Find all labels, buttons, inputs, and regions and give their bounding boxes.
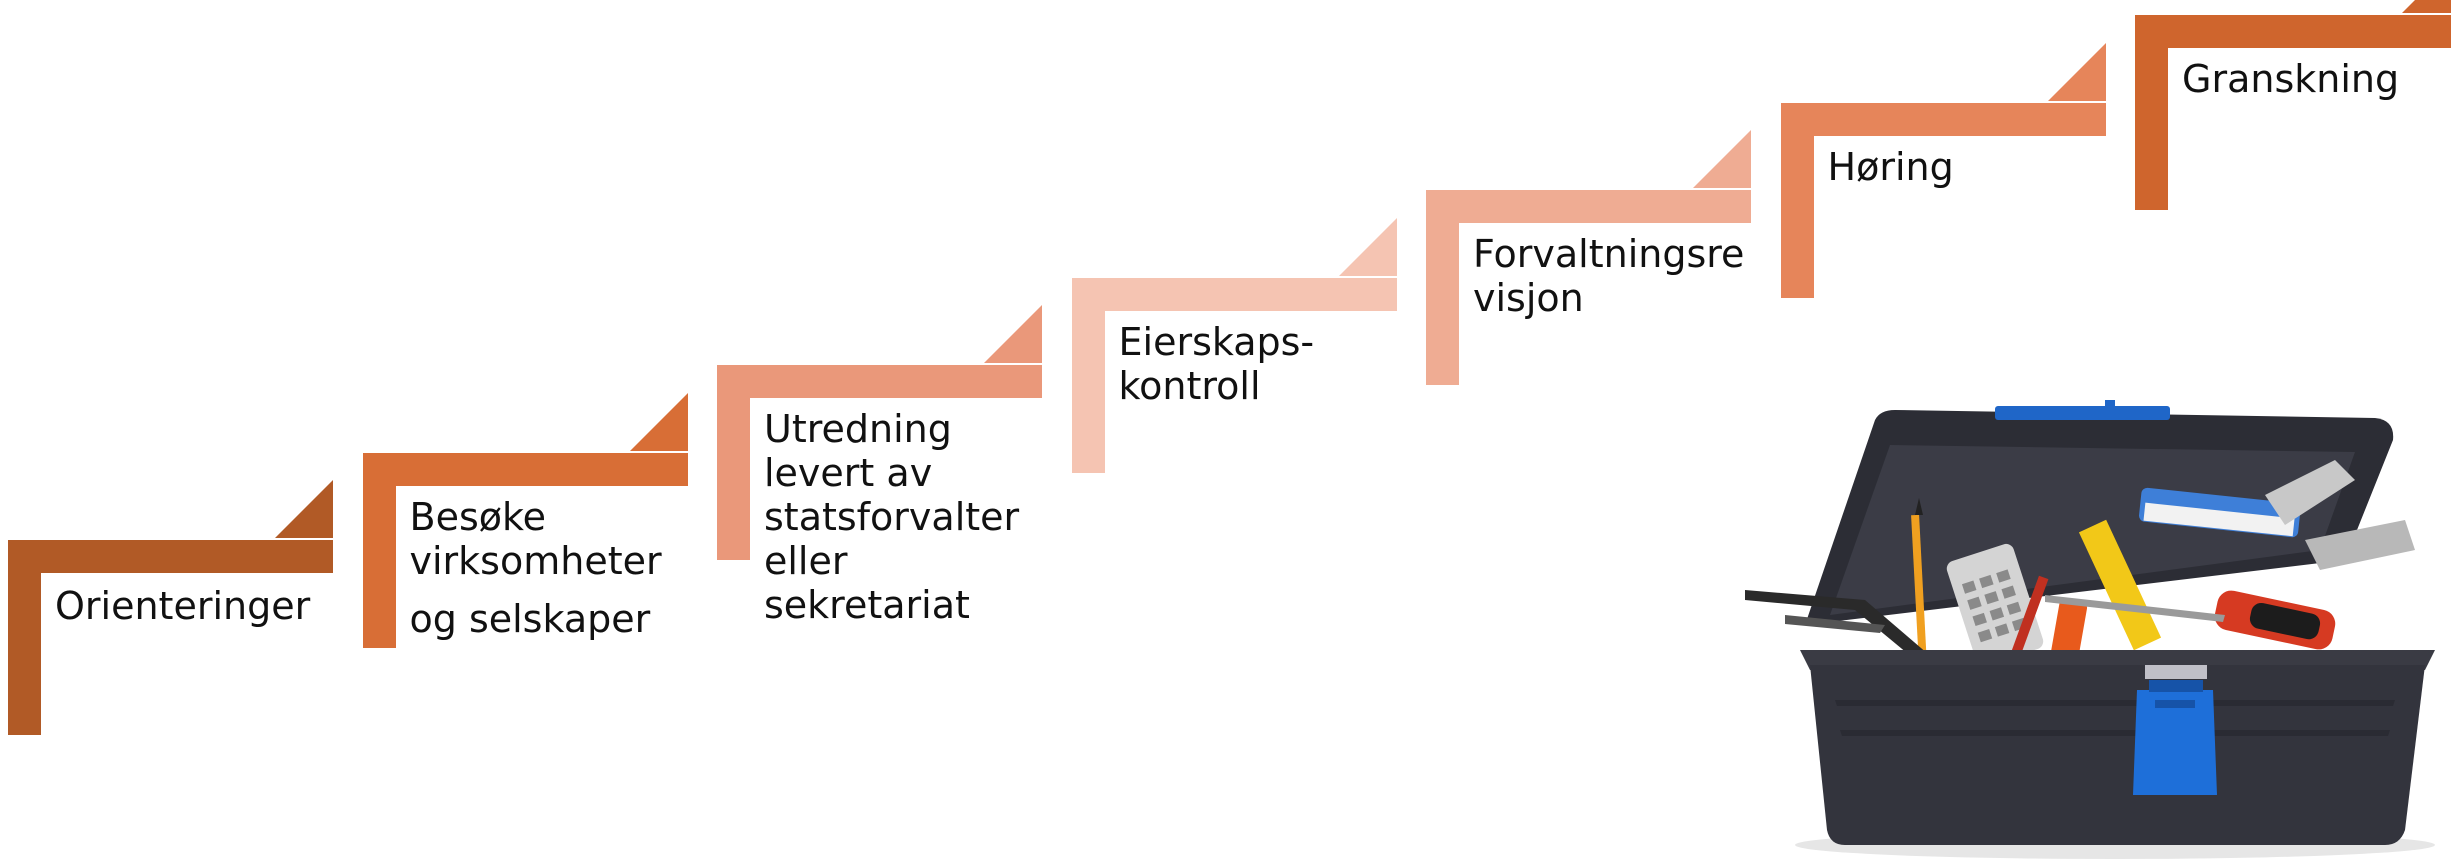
step-arrow-tip	[984, 305, 1042, 363]
step-riser	[1071, 277, 1105, 473]
step-riser	[1780, 102, 1814, 298]
step-label: Høring	[1828, 145, 1954, 189]
step-riser	[8, 540, 41, 735]
step-riser	[362, 452, 396, 648]
step-label-line: virksomheter	[409, 538, 662, 583]
step-label-line: statsforvalter	[764, 495, 1020, 539]
step-bar	[1780, 102, 2106, 136]
step-label-line: Eierskaps-	[1118, 319, 1315, 364]
step-bar	[362, 452, 688, 486]
step-label-line: eller	[764, 539, 848, 583]
step-arrow-tip	[629, 392, 688, 451]
toolbox-image	[1745, 400, 2435, 859]
step-label-line: Besøke	[409, 494, 547, 539]
step-label-line: kontroll	[1118, 363, 1261, 408]
step-label-line: Utredning	[764, 407, 952, 451]
step-label-line: og selskaper	[409, 596, 651, 641]
step-bar	[1071, 277, 1397, 311]
step-bar	[8, 540, 333, 573]
step-label-line: visjon	[1473, 276, 1584, 320]
step-label: Orienteringer	[55, 584, 310, 628]
step-label: Eierskaps-kontroll	[1119, 320, 1315, 408]
step-arrow-tip	[1338, 217, 1397, 276]
step-bar	[1426, 190, 1751, 223]
step-arrow-tip	[2402, 0, 2451, 13]
step-riser	[2135, 15, 2168, 210]
step-label-line: Høring	[1827, 144, 1954, 189]
step-label-line: Orienteringer	[55, 584, 311, 628]
step-label-line: Forvaltningsre	[1473, 232, 1745, 276]
step-arrow-tip	[275, 480, 333, 538]
step-label-line: sekretariat	[764, 583, 970, 627]
step-riser	[717, 365, 750, 560]
step-bar	[717, 365, 1042, 398]
step-arrow-tip	[1693, 130, 1751, 188]
step-label: Granskning	[2182, 57, 2399, 101]
step-label-line: levert av	[764, 451, 933, 495]
step-bar	[2135, 15, 2451, 48]
step-riser	[1426, 190, 1459, 385]
step-arrow-tip	[2047, 42, 2106, 101]
step-label-line: Granskning	[2182, 57, 2400, 101]
